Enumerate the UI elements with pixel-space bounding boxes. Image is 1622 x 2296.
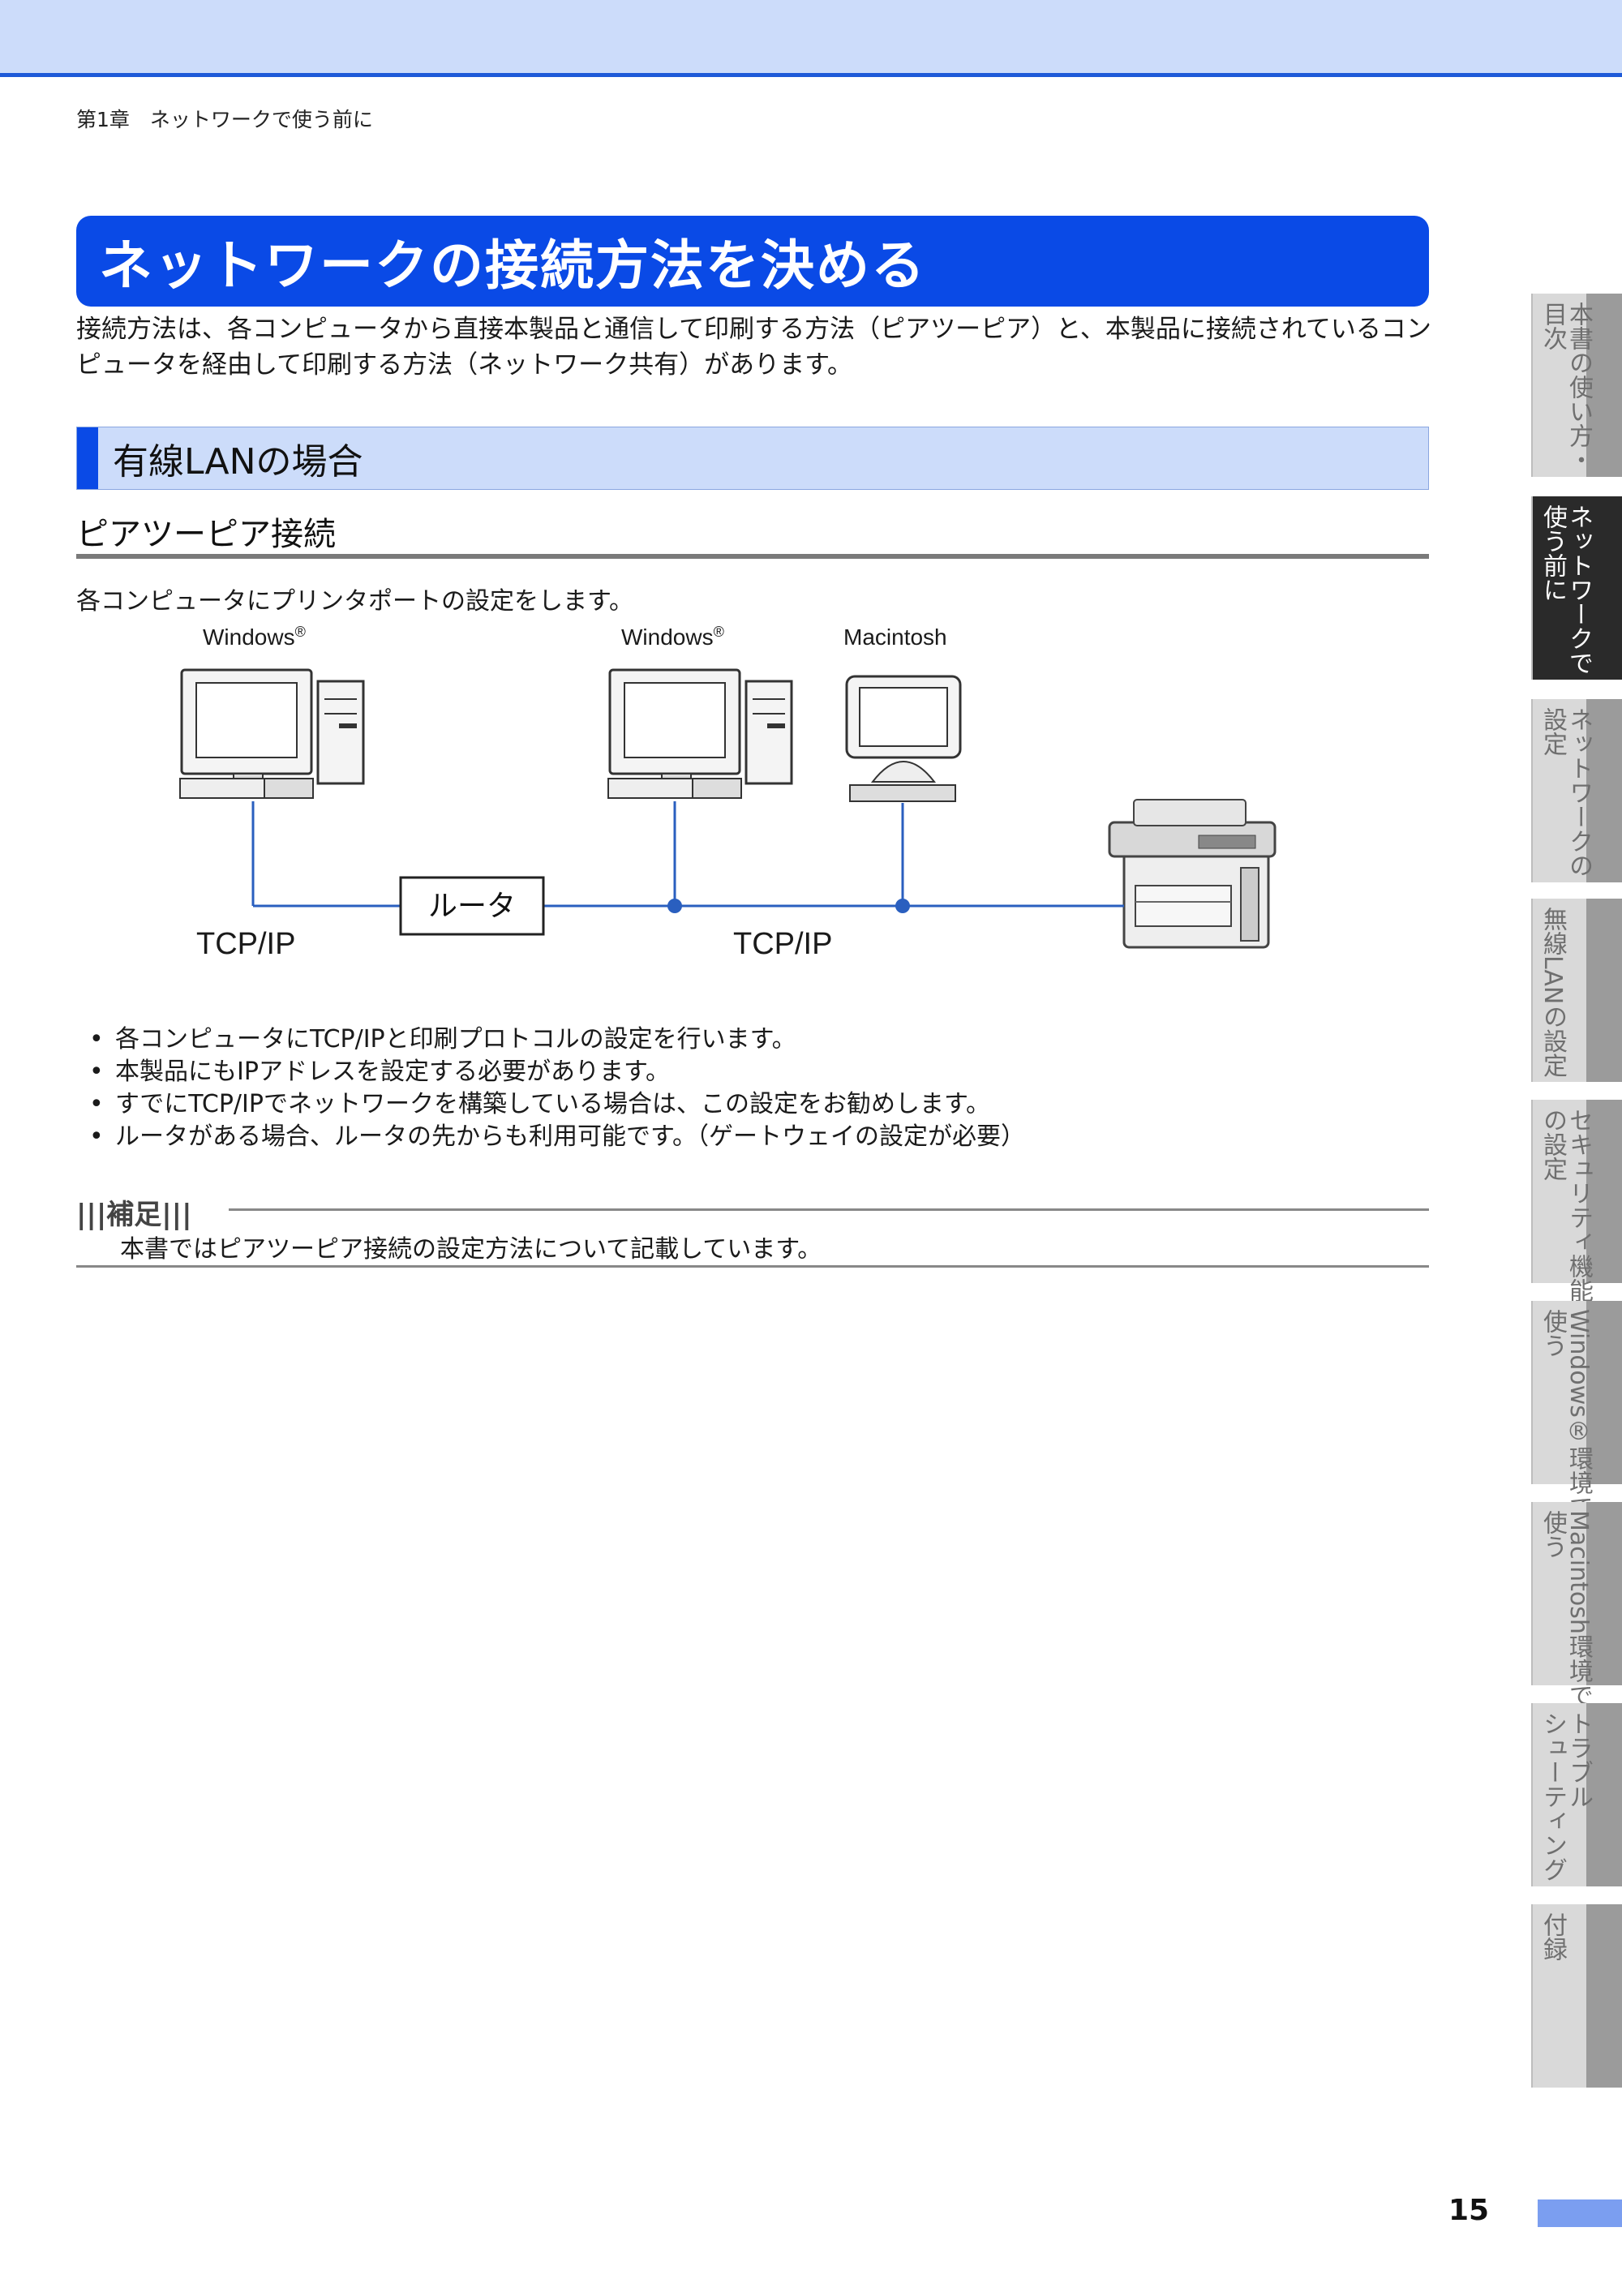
side-tab-wireless-lan[interactable]: 無線LANの設定 [1531, 899, 1622, 1082]
side-tab-bar [1586, 899, 1622, 1082]
side-tab-windows[interactable]: Windows®環境で 使う [1531, 1301, 1622, 1519]
side-tab-label: セキュリティ機能 の設定 [1538, 1108, 1593, 1302]
network-diagram: Windows® Windows® Macintosh [179, 624, 1277, 961]
pc1-label: Windows® [203, 624, 306, 650]
side-tab-label: 本書の使い方・ 目次 [1538, 302, 1593, 472]
note-label: |||補足||| [76, 1199, 192, 1231]
side-tab-bar [1586, 1904, 1622, 2088]
multifunction-printer-icon [1108, 799, 1277, 949]
junction-mac [895, 899, 910, 913]
section-heading-text: 有線LANの場合 [113, 441, 363, 483]
side-tab-bar [1586, 699, 1622, 882]
note-top-rule [229, 1208, 1429, 1211]
pc2-label: Windows® [621, 624, 724, 650]
side-tab-label: トラブル シューティング [1538, 1711, 1593, 1882]
diagram-description: 各コンピュータにプリンタポートの設定をします。 [76, 587, 633, 616]
side-tab-label: ネットワークの 設定 [1538, 707, 1593, 878]
subsection-heading: ピアツーピア接続 [76, 516, 336, 553]
side-tab-bar [1586, 1502, 1622, 1685]
bullet-item: すでにTCP/IPでネットワークを構築している場合は、この設定をお勧めします。 [89, 1088, 1025, 1121]
side-tab-label: 付録 [1538, 1912, 1567, 1961]
side-tab-security[interactable]: セキュリティ機能 の設定 [1531, 1100, 1622, 1302]
side-tab-bar [1586, 1100, 1622, 1283]
side-tab-bar [1586, 496, 1622, 680]
page-title-bar: ネットワークの接続方法を決める [76, 216, 1429, 307]
note-text: 本書ではピアツーピア接続の設定方法について記載しています。 [120, 1235, 822, 1264]
side-tab-network-settings[interactable]: ネットワークの 設定 [1531, 699, 1622, 882]
router-label: ルータ [428, 890, 516, 923]
section-heading: 有線LANの場合 [76, 427, 1429, 490]
pc1-label-text: Windows [203, 624, 295, 650]
side-tab-bar [1586, 294, 1622, 477]
windows-pc-1-icon [179, 668, 365, 799]
bullet-item: 本製品にもIPアドレスを設定する必要があります。 [89, 1056, 1025, 1088]
section-heading-marker [77, 427, 98, 489]
side-tab-troubleshooting[interactable]: トラブル シューティング [1531, 1703, 1622, 1886]
bullet-item: 各コンピュータにTCP/IPと印刷プロトコルの設定を行います。 [89, 1024, 1025, 1056]
bullet-list: 各コンピュータにTCP/IPと印刷プロトコルの設定を行います。 本製品にもIPア… [89, 1024, 1025, 1153]
side-tab-how-to-use[interactable]: 本書の使い方・ 目次 [1531, 294, 1622, 477]
bullet-item: ルータがある場合、ルータの先からも利用可能です。（ゲートウェイの設定が必要） [89, 1121, 1025, 1153]
side-tab-before-network[interactable]: ネットワークで 使う前に [1531, 496, 1622, 680]
header-rule [0, 73, 1622, 77]
page-title: ネットワークの接続方法を決める [99, 234, 926, 297]
junction-pc2 [667, 899, 682, 913]
side-tab-label: Macintosh環境で 使う [1538, 1510, 1593, 1707]
pc2-label-text: Windows [621, 624, 714, 650]
mac-label: Macintosh [843, 624, 947, 650]
side-tab-bar [1586, 1301, 1622, 1484]
side-tab-appendix[interactable]: 付録 [1531, 1904, 1622, 2088]
chapter-breadcrumb: 第1章 ネットワークで使う前に [76, 108, 373, 131]
macintosh-icon [845, 675, 962, 802]
page-number: 15 [1448, 2194, 1490, 2227]
pc2-reg-mark: ® [714, 624, 724, 640]
note-bottom-rule [76, 1265, 1429, 1268]
side-tab-label: Windows®環境で 使う [1538, 1309, 1593, 1519]
note-label-text: 補足 [106, 1199, 162, 1231]
pc1-reg-mark: ® [295, 624, 306, 640]
side-tab-label: ネットワークで 使う前に [1538, 504, 1593, 675]
page-number-bar [1538, 2199, 1622, 2227]
side-tab-label: 無線LANの設定 [1538, 907, 1567, 1078]
windows-pc-2-icon [607, 668, 793, 799]
router-box [399, 876, 545, 936]
header-band [0, 0, 1622, 73]
protocol-label-left: TCP/IP [196, 927, 295, 961]
intro-paragraph: 接続方法は、各コンピュータから直接本製品と通信して印刷する方法（ピアツーピア）と… [76, 315, 1431, 380]
side-tab-bar [1586, 1703, 1622, 1886]
side-tab-macintosh[interactable]: Macintosh環境で 使う [1531, 1502, 1622, 1707]
protocol-label-right: TCP/IP [733, 927, 832, 961]
subsection-rule [76, 554, 1429, 559]
